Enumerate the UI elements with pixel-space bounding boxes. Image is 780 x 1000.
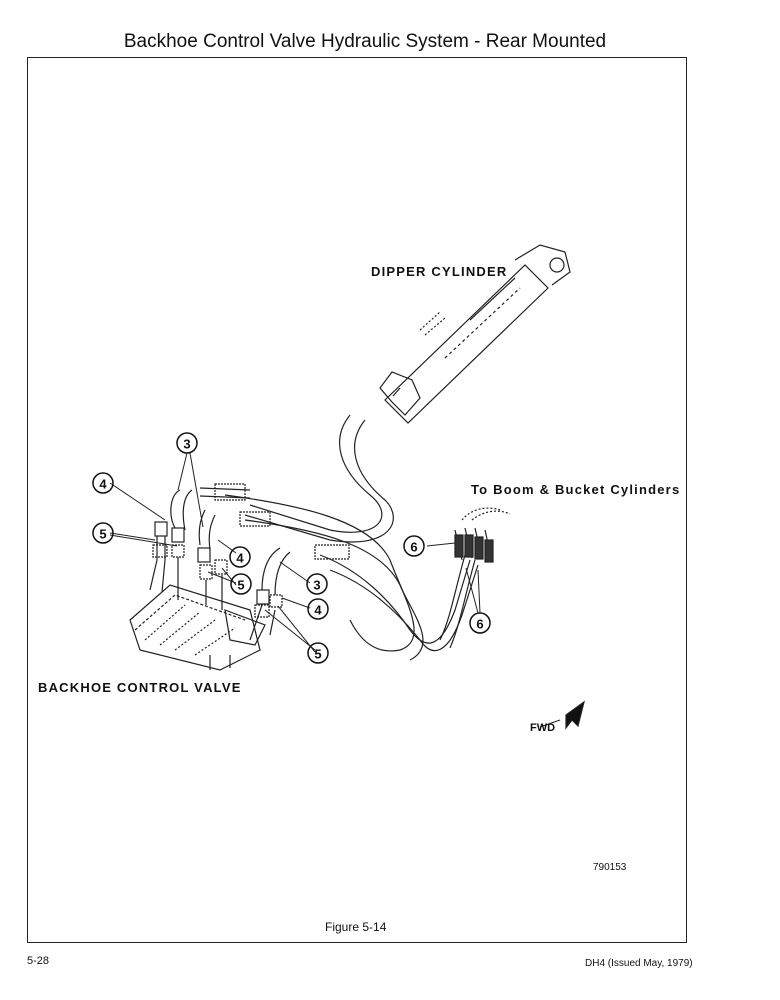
boom-bucket-label: To Boom & Bucket Cylinders (471, 482, 681, 497)
callout-4b (229, 546, 251, 568)
callout-5b (230, 573, 252, 595)
callout-5c (307, 642, 329, 664)
page-title: Backhoe Control Valve Hydraulic System -… (123, 31, 607, 52)
callout-5a (92, 522, 114, 544)
callout-5a-label: 5 (99, 527, 106, 542)
figure-frame (27, 57, 687, 943)
hydraulic-hoses (224, 414, 479, 661)
callout-4a-label: 4 (99, 477, 107, 492)
callout-5b-label: 5 (237, 578, 244, 593)
callout-3b-label: 3 (313, 578, 320, 593)
callout-3a (176, 432, 198, 454)
callout-3a-label: 3 (183, 437, 190, 452)
fwd-label: FWD (530, 722, 556, 734)
callout-6b (469, 612, 491, 634)
fittings-right (454, 507, 511, 563)
callout-4c-label: 4 (314, 603, 322, 618)
figure-caption: Figure 5-14 (325, 920, 387, 934)
dipper-cylinder-label: DIPPER CYLINDER (371, 264, 508, 279)
control-valve-label: BACKHOE CONTROL VALVE (38, 680, 242, 695)
callout-6a-label: 6 (410, 540, 417, 555)
callout-4a (92, 472, 114, 494)
callout-5c-label: 5 (314, 647, 321, 662)
callout-4b-label: 4 (236, 551, 244, 566)
callout-3b (306, 573, 328, 595)
footer-issue: DH4 (Issued May, 1979) (585, 958, 693, 969)
control-valve-drawing (129, 557, 276, 671)
callouts (92, 432, 491, 664)
drawing-number: 790153 (593, 862, 627, 873)
callout-4c (307, 598, 329, 620)
dipper-cylinder-drawing (379, 244, 571, 424)
fittings-left (152, 483, 350, 618)
callout-6b-label: 6 (476, 617, 483, 632)
fwd-arrow (565, 700, 585, 730)
callout-6a (403, 535, 425, 557)
page-number: 5-28 (27, 955, 50, 967)
